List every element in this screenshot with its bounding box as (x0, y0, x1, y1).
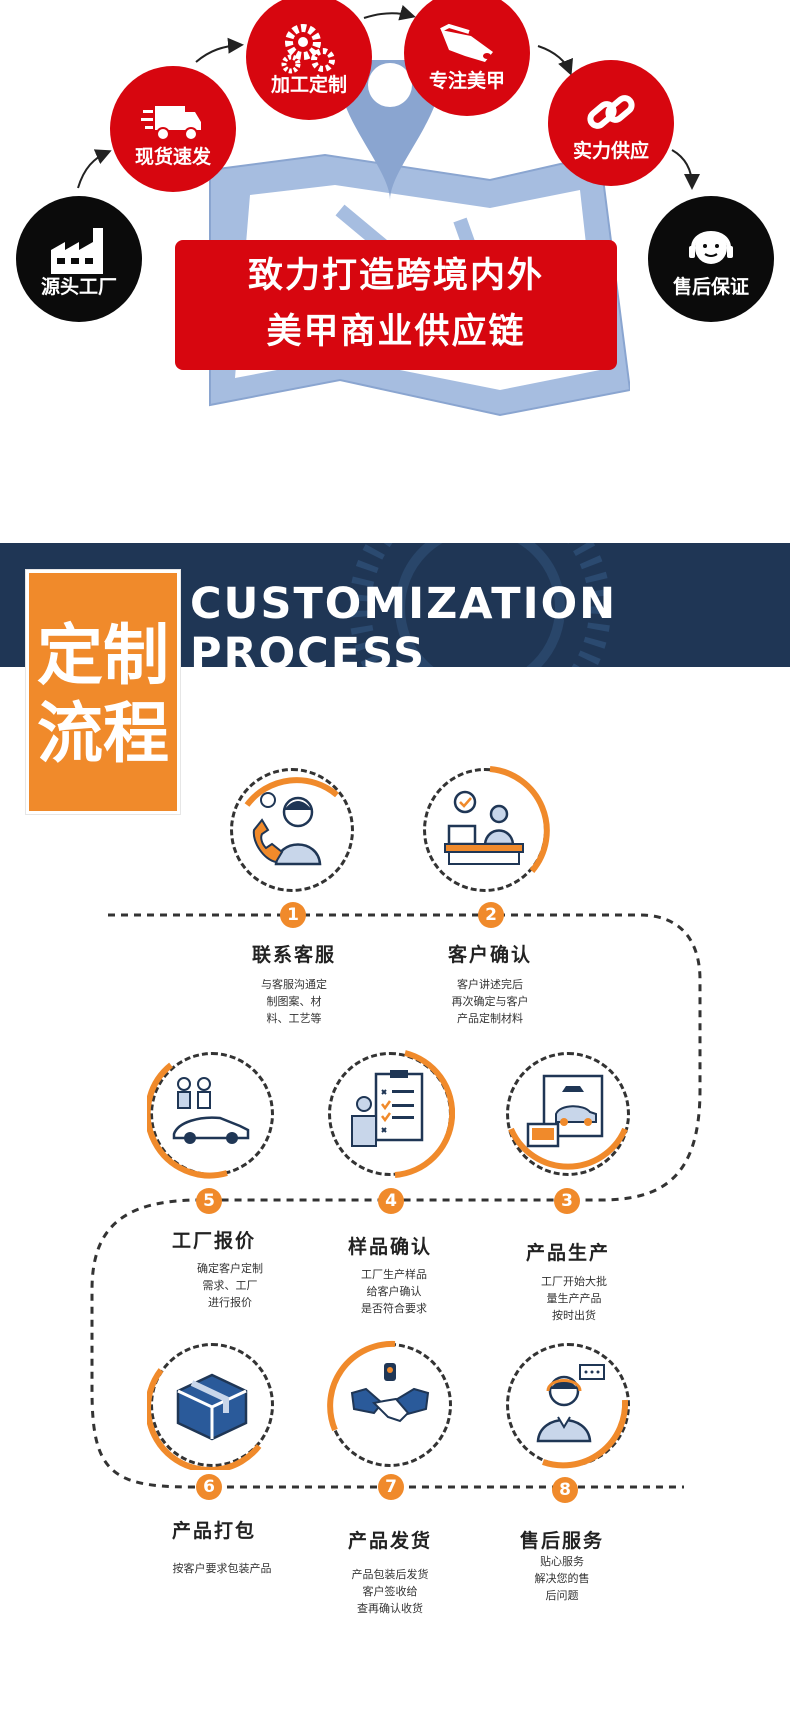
step-6-number: 6 (196, 1474, 222, 1500)
headset-agent-icon (689, 230, 733, 264)
desc-line: 客户签收给 (362, 1585, 418, 1598)
step-8-arc (542, 1399, 629, 1469)
chain-link-icon (587, 94, 635, 129)
badge-label: 专注美甲 (428, 69, 505, 92)
desc-line: 工厂生产样品 (361, 1268, 427, 1281)
desc-line: 需求、工厂 (202, 1279, 258, 1292)
step-3-number: 3 (554, 1188, 580, 1214)
step-6-arc (147, 1368, 262, 1470)
step-8-number: 8 (552, 1477, 578, 1503)
desc-line: 制图案、材 (266, 995, 322, 1008)
step-8-title: 售后服务 (519, 1530, 604, 1552)
step-2-desc: 客户讲述完后再次确定与客户产品定制材料 (410, 976, 570, 1027)
badge-custom-processing: 加工定制 (246, 0, 372, 120)
step-6-desc: 按客户要求包装产品 (142, 1560, 302, 1577)
step-3-desc: 工厂开始大批量生产产品按时出货 (494, 1273, 654, 1324)
desc-line: 产品包装后发货 (351, 1568, 429, 1581)
desc-line: 料、工艺等 (266, 1012, 322, 1025)
step-2-arc (489, 766, 550, 873)
step-7-arc (327, 1340, 396, 1432)
step-1-number: 1 (280, 902, 306, 928)
desc-line: 查再确认收货 (357, 1602, 423, 1615)
desc-line: 客户讲述完后 (457, 978, 523, 991)
desc-line: 进行报价 (208, 1296, 252, 1309)
step-2-title: 客户确认 (447, 944, 532, 966)
step-7-number: 7 (378, 1474, 404, 1500)
desc-line: 再次确定与客户 (451, 995, 529, 1008)
flow-arrows (77, 5, 700, 190)
desk-confirm-icon (444, 790, 524, 865)
package-box-icon (176, 1373, 248, 1441)
support-agent-icon (536, 1364, 605, 1443)
badge-label: 实力供应 (572, 139, 649, 162)
banner-decoration (349, 543, 611, 667)
car-quote-icon (172, 1077, 250, 1144)
desc-line: 产品定制材料 (457, 1012, 523, 1025)
desc-line: 是否符合要求 (361, 1302, 427, 1315)
step-5-number: 5 (196, 1188, 222, 1214)
step-1-desc: 与客服沟通定制图案、材料、工艺等 (214, 976, 374, 1027)
badge-label: 现货速发 (134, 145, 211, 168)
step-2-number: 2 (478, 902, 504, 928)
step-5-desc: 确定客户定制需求、工厂进行报价 (150, 1260, 310, 1311)
gears-icon (281, 23, 335, 73)
process-label-box: 定制 流程 (26, 570, 180, 814)
step-7-title: 产品发货 (347, 1530, 432, 1552)
step-3-title: 产品生产 (525, 1242, 610, 1264)
step-3-arc (508, 1127, 628, 1170)
badge-focus-nails: 专注美甲 (404, 0, 530, 116)
desc-line: 按客户要求包装产品 (172, 1562, 272, 1575)
badge-source-factory: 源头工厂 (16, 196, 142, 322)
desc-line: 量生产产品 (546, 1292, 602, 1305)
process-label-line-2: 流程 (37, 695, 169, 772)
badge-after-sales: 售后保证 (648, 196, 774, 322)
desc-line: 解决您的售 (534, 1572, 590, 1585)
desc-line: 按时出货 (552, 1309, 596, 1322)
production-icon (526, 1074, 604, 1148)
hand-nail-icon (440, 23, 493, 62)
step-1-title: 联系客服 (251, 944, 336, 966)
desc-line: 后问题 (545, 1589, 579, 1602)
badge-strong-supply: 实力供应 (548, 60, 674, 186)
top-section: 源头工厂 现货速发 加工定制 专注美甲 实力供应 售后保证 致力打造跨境内外 美… (0, 0, 790, 540)
desc-line: 贴心服务 (540, 1555, 584, 1568)
factory-icon (51, 227, 103, 274)
step-7-desc: 产品包装后发货客户签收给查再确认收货 (310, 1566, 470, 1617)
step-4-title: 样品确认 (347, 1236, 432, 1258)
step-6-title: 产品打包 (171, 1520, 256, 1542)
slogan-line-1: 致力打造跨境内外 (247, 256, 544, 296)
step-4-arc (394, 1050, 455, 1178)
desc-line: 与客服沟通定 (261, 978, 327, 991)
badge-label: 加工定制 (270, 73, 347, 96)
step-5-arc (147, 1062, 228, 1179)
process-label-line-1: 定制 (37, 617, 169, 694)
step-8-desc: 贴心服务解决您的售后问题 (482, 1553, 642, 1604)
slogan-line-2: 美甲商业供应链 (266, 312, 526, 352)
step-1-arc (244, 777, 339, 807)
step-5-title: 工厂报价 (171, 1230, 256, 1252)
step-4-desc: 工厂生产样品给客户确认是否符合要求 (314, 1266, 474, 1317)
desc-line: 给客户确认 (366, 1285, 422, 1298)
desc-line: 工厂开始大批 (541, 1275, 607, 1288)
slogan-banner: 致力打造跨境内外 美甲商业供应链 (175, 240, 617, 370)
delivery-truck-icon (141, 105, 201, 141)
checklist-icon (351, 1070, 424, 1147)
banner-title: CUSTOMIZATION PROCESS (190, 579, 618, 667)
phone-agent-icon (252, 792, 322, 866)
badge-label: 源头工厂 (40, 275, 117, 298)
step-4-number: 4 (378, 1188, 404, 1214)
handshake-icon (350, 1363, 430, 1423)
badge-label: 售后保证 (672, 275, 749, 298)
badge-fast-delivery: 现货速发 (110, 66, 236, 192)
desc-line: 确定客户定制 (197, 1262, 263, 1275)
